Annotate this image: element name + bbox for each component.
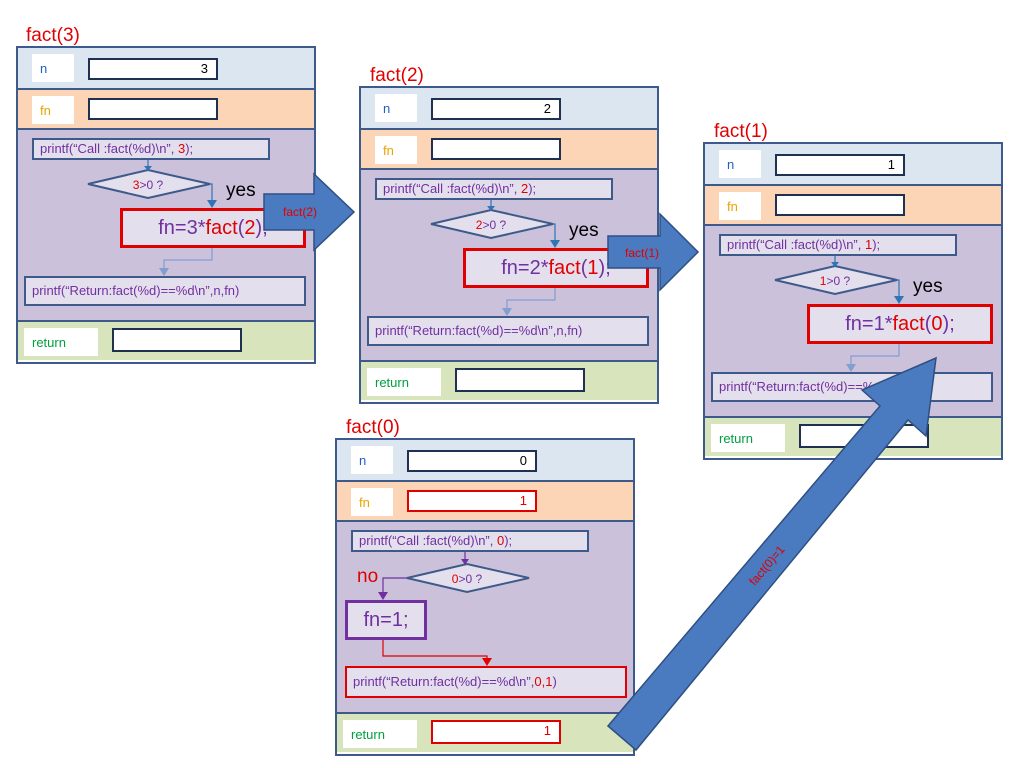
fn-label: fn <box>351 488 393 516</box>
condition-text: 1>0 ? <box>820 274 851 288</box>
yes-label: yes <box>569 220 599 241</box>
frame-fact3: n 3 fn printf(“Call :fact(%d)\n”, 3); pr… <box>16 46 316 364</box>
n-label: n <box>351 446 393 474</box>
frame-fact1: n 1 fn printf(“Call :fact(%d)\n”, 1); pr… <box>703 142 1003 460</box>
return-label: return <box>24 328 98 356</box>
call-printf: printf(“Call :fact(%d)\n”, 2); <box>375 178 613 200</box>
flow-lines: 3>0 ? <box>87 160 217 276</box>
n-value-box: 3 <box>88 58 218 80</box>
frame-title-fact1: fact(1) <box>714 121 768 142</box>
fn-label: fn <box>375 136 417 164</box>
condition-text: 3>0 ? <box>133 178 164 192</box>
call-printf: printf(“Call :fact(%d)\n”, 0); <box>351 530 589 552</box>
fn-label: fn <box>719 192 761 220</box>
fn-value-box: 1 <box>407 490 537 512</box>
fn-label: fn <box>32 96 74 124</box>
return-printf: printf(“Return:fact(%d)==%d\n”,0,1) <box>345 666 627 698</box>
frame-fact0: n 0 fn 1 printf(“Call :fact(%d)\n”, 0); … <box>335 438 635 756</box>
frame-title-fact2: fact(2) <box>370 65 424 86</box>
assign-statement: fn=1; <box>345 600 427 640</box>
return-value-box: 1 <box>431 720 561 744</box>
return-value-box <box>455 368 585 392</box>
return-printf: printf(“Return:fact(%d)==%d\n”,n,fn) <box>24 276 306 306</box>
flow-lines: 2>0 ? <box>430 200 560 316</box>
return-value-box <box>112 328 242 352</box>
return-label: return <box>367 368 441 396</box>
condition-diamond <box>406 562 530 594</box>
return-arrow-fact0 <box>606 356 937 752</box>
flow-lines: 1>0 ? <box>774 256 904 372</box>
return-label: return <box>711 424 785 452</box>
fn-value-box <box>431 138 561 160</box>
n-label: n <box>375 94 417 122</box>
n-value-box: 2 <box>431 98 561 120</box>
return-printf: printf(“Return:fact(%d)==%d\n”,n,fn) <box>711 372 993 402</box>
n-value-box: 0 <box>407 450 537 472</box>
condition-text: 0>0 ? <box>452 572 483 586</box>
n-value-box: 1 <box>775 154 905 176</box>
yes-label: yes <box>226 180 256 201</box>
call-arrow-fact2 <box>263 172 356 252</box>
frame-title-fact0: fact(0) <box>346 417 400 438</box>
call-arrow-fact1-label: fact(1) <box>625 246 659 260</box>
n-label: n <box>32 54 74 82</box>
fn-value-box <box>88 98 218 120</box>
call-arrow-fact2-label: fact(2) <box>283 205 317 219</box>
call-printf: printf(“Call :fact(%d)\n”, 3); <box>32 138 270 160</box>
flow-lines: 0>0 ? <box>378 552 530 666</box>
n-label: n <box>719 150 761 178</box>
fn-value-box <box>775 194 905 216</box>
call-arrow-fact1 <box>607 212 700 292</box>
condition-text: 2>0 ? <box>476 218 507 232</box>
no-label: no <box>357 566 379 587</box>
frame-title-fact3: fact(3) <box>26 25 80 46</box>
return-label: return <box>343 720 417 748</box>
return-printf: printf(“Return:fact(%d)==%d\n”,n,fn) <box>367 316 649 346</box>
assign-statement: fn=1*fact(0); <box>807 304 993 344</box>
call-printf: printf(“Call :fact(%d)\n”, 1); <box>719 234 957 256</box>
yes-label: yes <box>913 276 943 297</box>
